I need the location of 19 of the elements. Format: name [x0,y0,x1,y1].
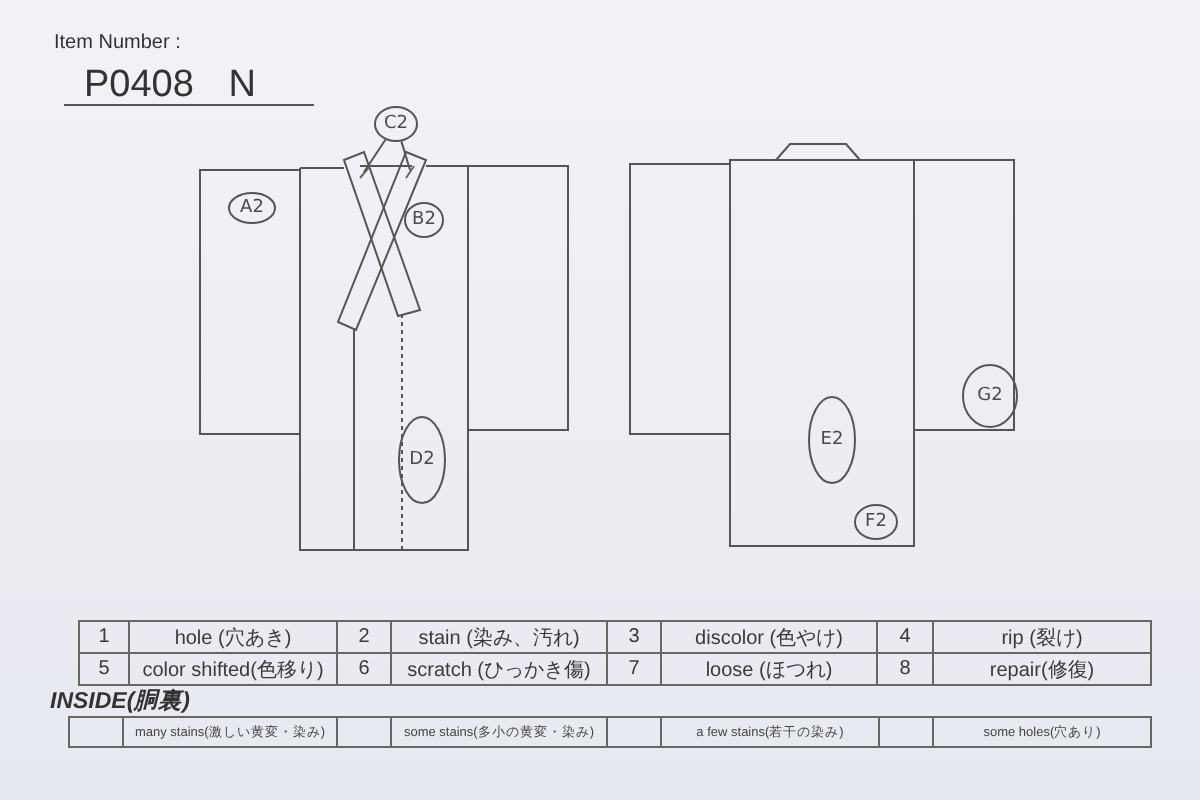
defect-cell: hole (穴あき) [128,620,338,654]
section-heading: INSIDE(胴裏) [50,686,192,714]
code-cell: 5 [78,652,130,686]
defect-cell: repair(修復) [932,652,1152,686]
circled-mark: F2 [854,504,898,540]
circled-mark: E2 [808,396,856,484]
defect-cell: stain (染み、汚れ) [390,620,608,654]
defect-cell: rip (裂け) [932,620,1152,654]
circled-mark: D2 [398,416,446,504]
circled-mark: B2 [404,202,444,238]
circled-mark: C2 [374,106,418,142]
code-cell: 1 [78,620,130,654]
leader-line [400,140,411,171]
circled-mark: A2 [228,192,276,224]
field-label: Item Number : [54,32,183,58]
item-number-field: P0408 N [64,66,314,106]
leader-line [363,138,387,173]
circled-mark: G2 [962,364,1018,428]
defect-cell: discolor (色やけ) [660,620,878,654]
